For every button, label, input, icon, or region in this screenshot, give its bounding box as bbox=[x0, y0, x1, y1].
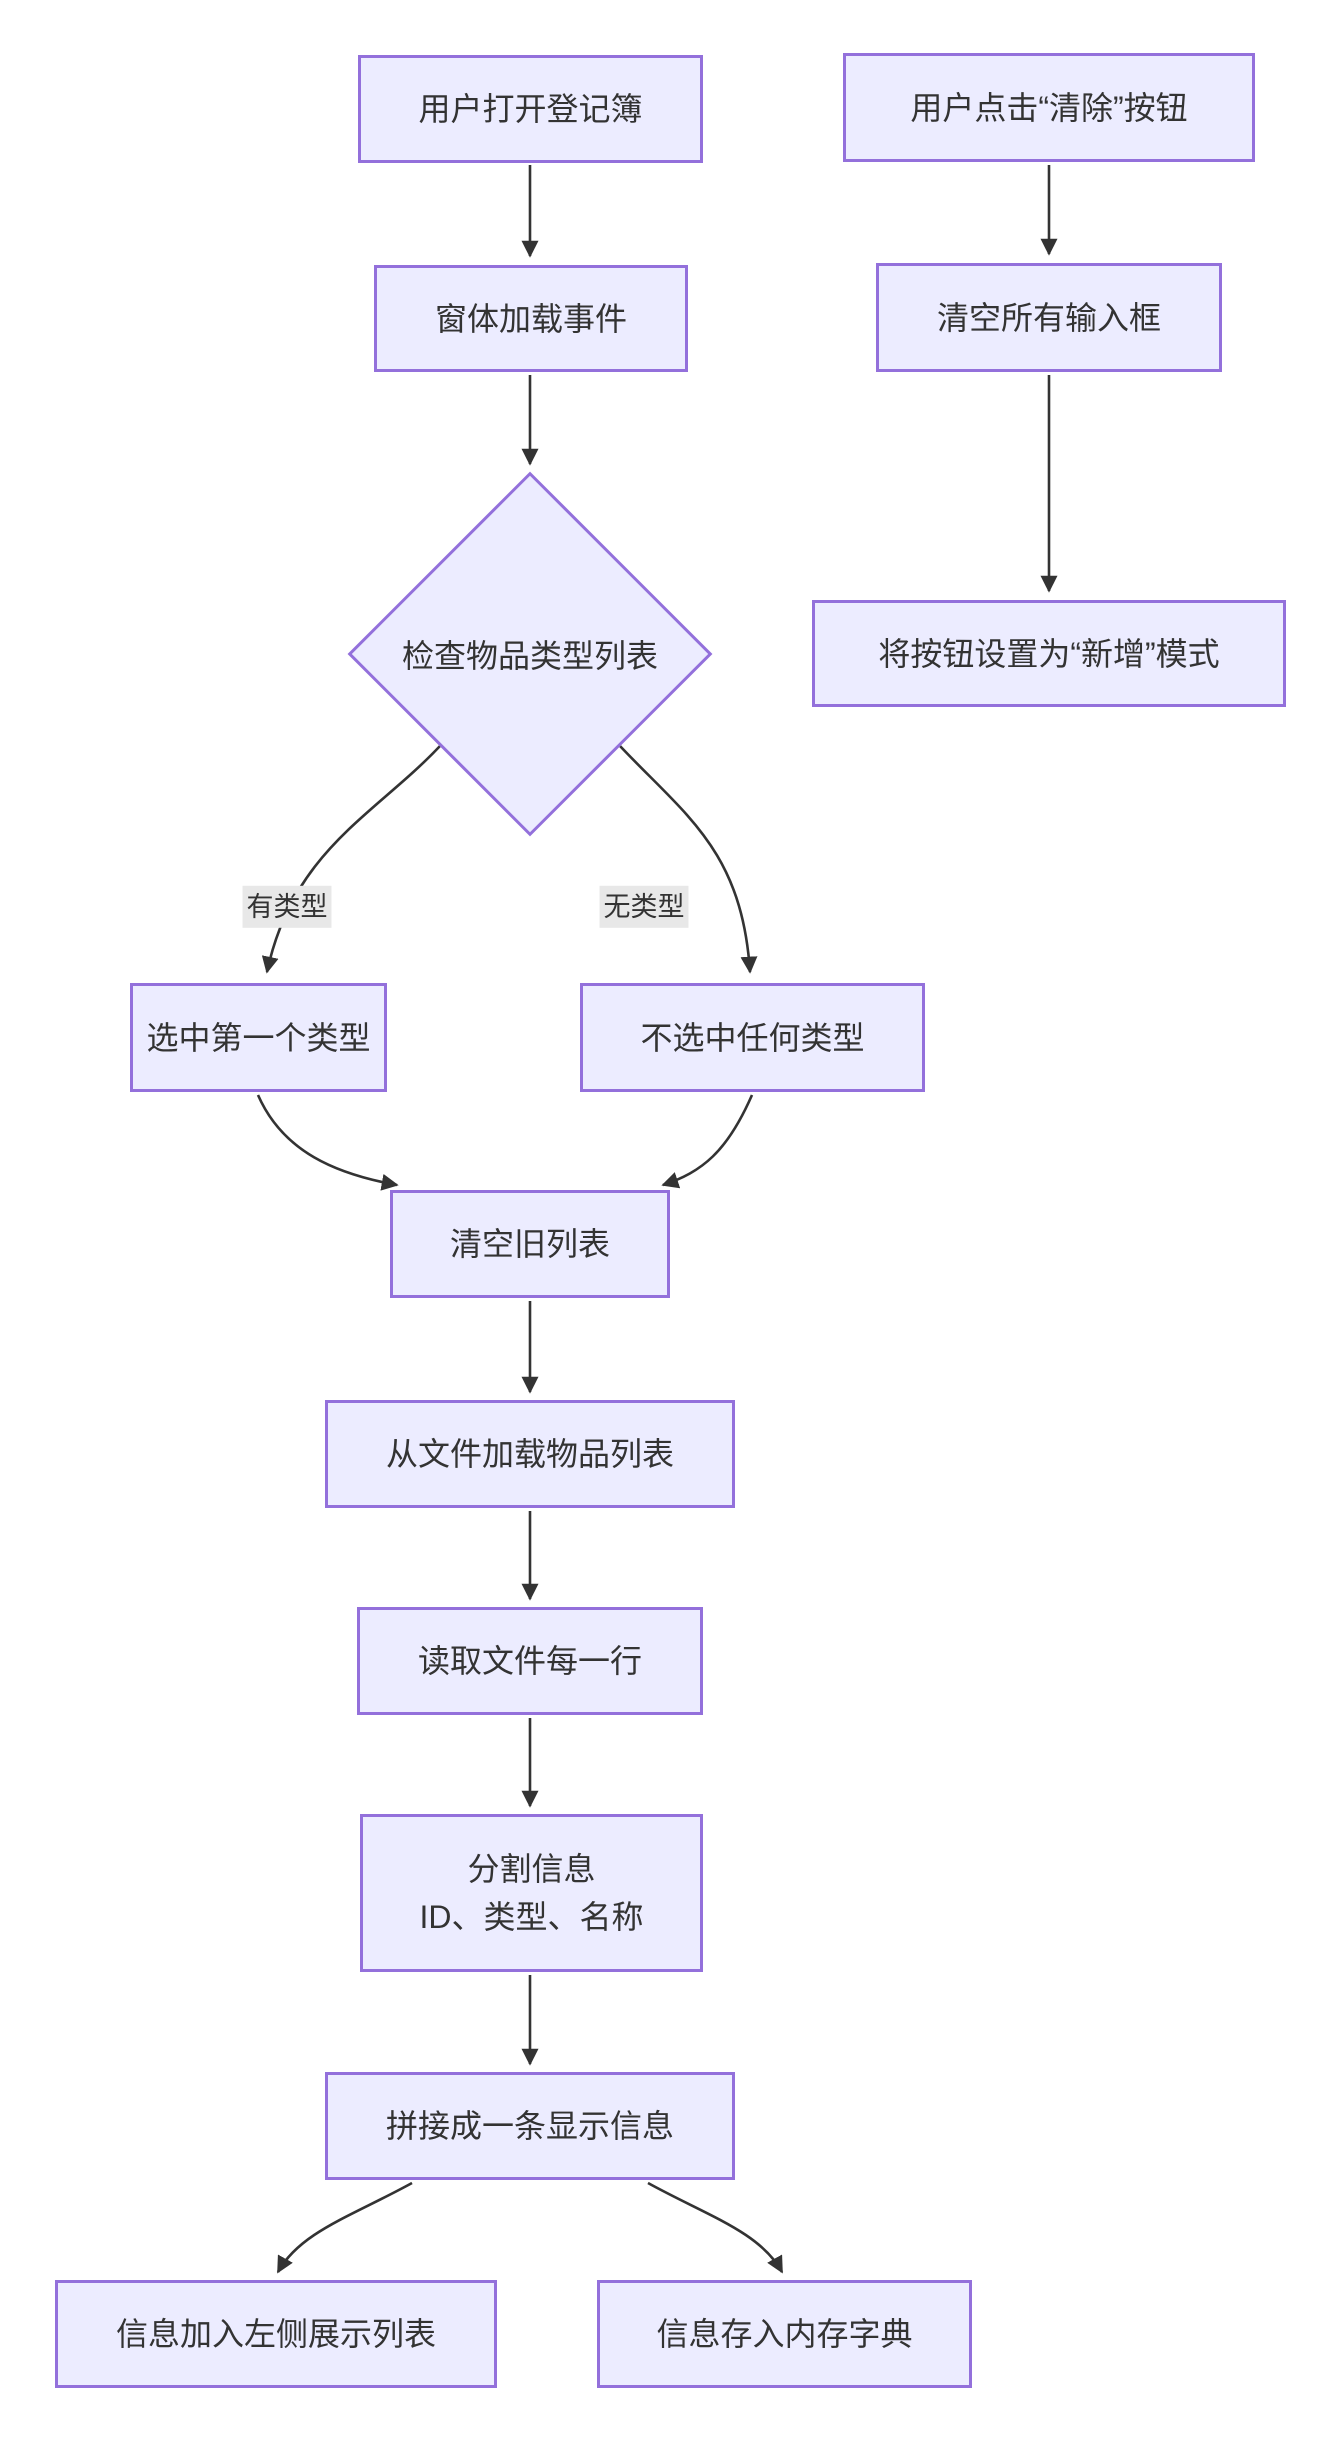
edge-concat-display-to-store-dict bbox=[647, 2181, 784, 2274]
node-click-clear-button: 用户点击“清除”按钮 bbox=[843, 53, 1255, 162]
node-concat-display-info: 拼接成一条显示信息 bbox=[325, 2072, 735, 2180]
node-label: 清空旧列表 bbox=[449, 1226, 610, 1262]
node-open-register: 用户打开登记簿 bbox=[358, 55, 703, 163]
node-form-load: 窗体加载事件 bbox=[374, 265, 688, 372]
edge-check-types-to-select-first bbox=[261, 745, 441, 974]
node-label-line1: 分割信息 bbox=[467, 1851, 596, 1887]
node-load-from-file: 从文件加载物品列表 bbox=[325, 1400, 735, 1508]
node-add-to-left-list: 信息加入左侧展示列表 bbox=[55, 2280, 497, 2388]
edge-label-has-type: 有类型 bbox=[242, 885, 332, 929]
node-label: 信息存入内存字典 bbox=[656, 2316, 913, 2352]
node-clear-all-inputs: 清空所有输入框 bbox=[876, 263, 1222, 372]
edge-label-no-type: 无类型 bbox=[599, 885, 689, 929]
node-store-in-dict: 信息存入内存字典 bbox=[597, 2280, 972, 2388]
node-label: 用户打开登记簿 bbox=[418, 91, 643, 127]
node-label: 拼接成一条显示信息 bbox=[385, 2108, 674, 2144]
node-split-info: 分割信息 ID、类型、名称 bbox=[360, 1814, 703, 1972]
node-label: 从文件加载物品列表 bbox=[385, 1436, 674, 1472]
node-label: 不选中任何类型 bbox=[640, 1019, 865, 1056]
node-label-line2: ID、类型、名称 bbox=[419, 1899, 644, 1935]
node-select-no-type: 不选中任何类型 bbox=[580, 983, 925, 1092]
node-label: 信息加入左侧展示列表 bbox=[115, 2316, 436, 2352]
node-label: 窗体加载事件 bbox=[434, 300, 627, 337]
edge-select-first-to-clear-old bbox=[256, 1094, 399, 1191]
node-set-add-mode: 将按钮设置为“新增”模式 bbox=[812, 600, 1286, 707]
edge-select-none-to-clear-old bbox=[661, 1094, 754, 1189]
node-label: 清空所有输入框 bbox=[936, 299, 1161, 336]
node-label: 用户点击“清除”按钮 bbox=[910, 89, 1188, 126]
node-label: 将按钮设置为“新增”模式 bbox=[878, 635, 1220, 672]
edge-check-types-to-select-none bbox=[619, 745, 758, 974]
node-check-types-label: 检查物品类型列表 bbox=[401, 638, 658, 674]
node-select-first-type: 选中第一个类型 bbox=[130, 983, 387, 1092]
node-clear-old-list: 清空旧列表 bbox=[390, 1190, 670, 1298]
node-label: 选中第一个类型 bbox=[146, 1019, 371, 1056]
edge-concat-display-to-add-to-list bbox=[276, 2181, 413, 2274]
node-read-file-lines: 读取文件每一行 bbox=[357, 1607, 703, 1715]
node-label: 读取文件每一行 bbox=[417, 1643, 642, 1679]
